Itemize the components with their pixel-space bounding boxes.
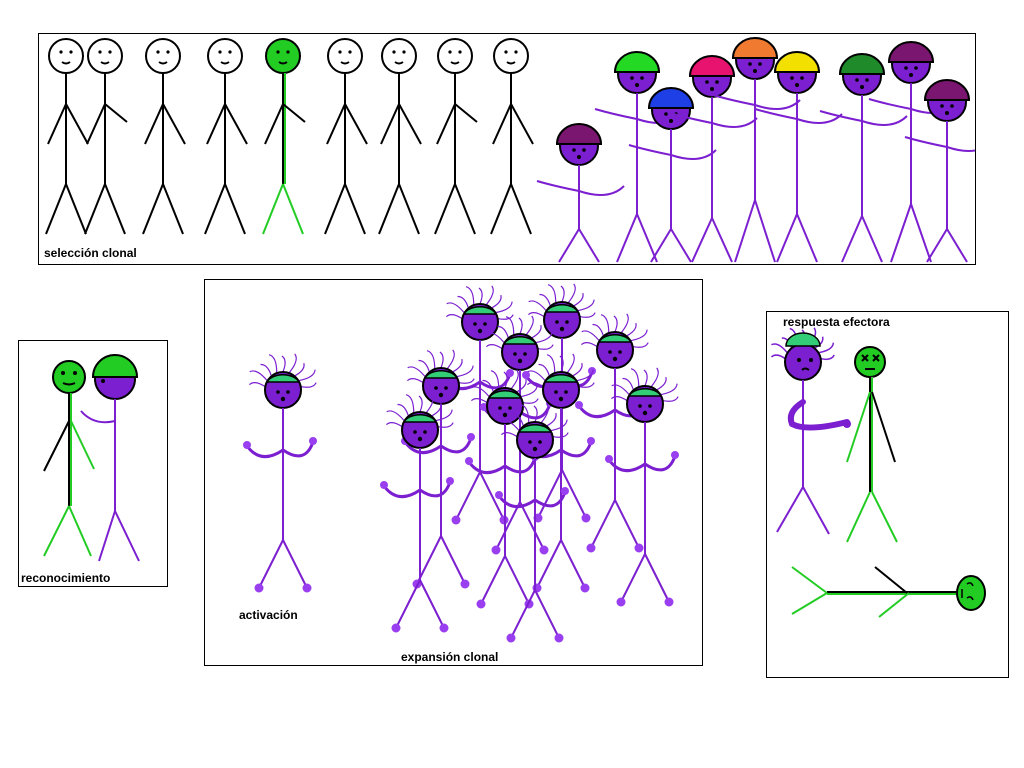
naive-lymphocyte-figure	[142, 38, 186, 235]
naive-lymphocyte-figure	[378, 38, 422, 235]
effector-t-cell	[770, 327, 851, 535]
label-effector-response: respuesta efectora	[783, 315, 890, 329]
naive-lymphocyte-figure	[262, 38, 306, 235]
panel-effector-response: respuesta efectora	[766, 311, 1009, 678]
effector-drawing	[770, 327, 986, 618]
helmeted-lymphocyte-figure	[904, 79, 975, 263]
helmeted-lymphocyte-figure	[669, 55, 758, 263]
panel-clonal-selection: selección clonal	[38, 33, 976, 265]
clone-t-cell-figure	[521, 353, 595, 593]
target-cell-standing	[846, 346, 898, 543]
panel-expansion: activación expansión clonal	[204, 279, 703, 666]
naive-lymphocyte-figure	[324, 38, 368, 235]
activated-t-cell-figure	[243, 353, 317, 593]
helmeted-lymphocyte-figure	[628, 87, 717, 263]
recognition-drawing	[43, 354, 140, 562]
naive-lymphocyte-figure	[204, 38, 248, 235]
clone-t-cell-figure	[575, 313, 649, 553]
clone-t-cell-figure	[440, 285, 514, 525]
naive-lymphocyte-figure	[434, 38, 478, 235]
label-clonal-expansion: expansión clonal	[401, 650, 499, 664]
helmeted-lymphocyte-figure	[819, 53, 908, 263]
clone-t-cell-figure	[495, 403, 569, 643]
label-activation: activación	[239, 608, 298, 622]
naive-lymphocyte-figure	[45, 38, 89, 235]
target-cell-lying	[791, 566, 986, 618]
helmeted-lymphocyte-figure	[536, 123, 625, 263]
green-cell-figure	[43, 360, 95, 557]
label-recognition: reconocimiento	[21, 571, 111, 585]
clone-t-cell-figure	[401, 349, 475, 589]
helmeted-lymphocyte-figure	[594, 51, 683, 263]
t-cell-figure	[80, 354, 140, 562]
clone-t-cell-figure	[522, 283, 596, 523]
panel-recognition: reconocimiento	[18, 340, 168, 587]
clone-t-cell-figure	[465, 369, 539, 609]
clone-t-cell-figure	[605, 367, 679, 607]
naive-lymphocyte-figure	[490, 38, 534, 235]
clone-t-cell-figure	[380, 393, 454, 633]
label-clonal-selection: selección clonal	[44, 246, 137, 260]
naive-lymphocyte-figure	[84, 38, 128, 235]
expansion-drawing	[243, 283, 679, 643]
clonal-selection-drawing	[45, 37, 975, 263]
helmeted-lymphocyte-figure	[754, 51, 843, 263]
